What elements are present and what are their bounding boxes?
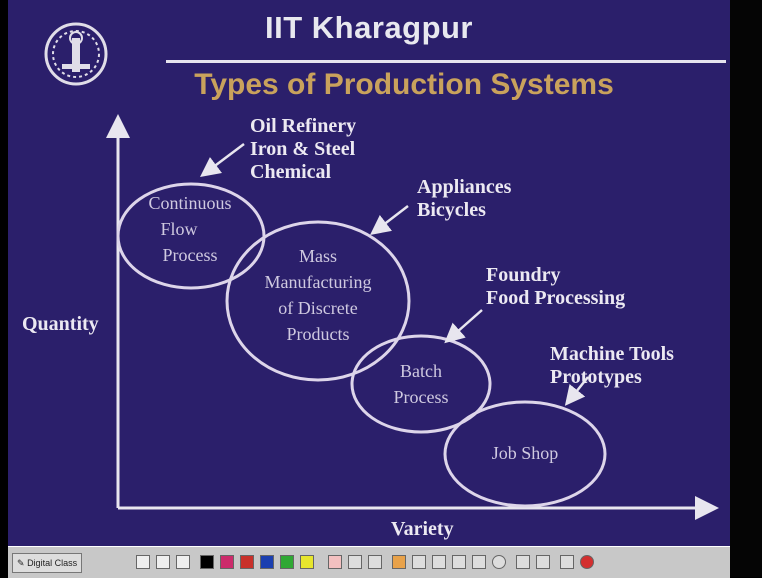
ellipse-icon[interactable] (492, 555, 506, 569)
pen-color-blue[interactable] (260, 555, 274, 569)
zoom-icon[interactable] (560, 555, 574, 569)
mass-manufacturing-label: Mass Manufacturing of Discrete Products (264, 246, 372, 344)
app-label: Digital Class (27, 558, 78, 568)
title-divider (166, 60, 726, 63)
mass-manufacturing-ellipse (225, 220, 411, 382)
examples-batch: Foundry Food Processing (486, 264, 626, 309)
arrow-to-mass (370, 205, 409, 236)
batch-process-label: Batch Process (393, 361, 449, 407)
dot-small-icon[interactable] (348, 555, 362, 569)
page-icon[interactable] (136, 555, 150, 569)
x-axis-label: Variety (391, 518, 454, 540)
y-axis-label: Quantity (22, 313, 99, 335)
arrow-to-batch (444, 309, 483, 344)
record-icon[interactable] (580, 555, 594, 569)
rectangle-icon[interactable] (472, 555, 486, 569)
job-shop-ellipse (443, 400, 607, 508)
pencil-icon[interactable] (412, 555, 426, 569)
examples-jobshop: Machine Tools Prototypes (550, 343, 674, 388)
undo-icon[interactable] (516, 555, 530, 569)
arrow-to-continuous (200, 143, 245, 177)
presentation-slide: IIT Kharagpur Types of Production System… (8, 0, 730, 546)
page-icon[interactable] (156, 555, 170, 569)
redo-icon[interactable] (536, 555, 550, 569)
slide-title: Types of Production Systems (194, 68, 614, 101)
pen-color-magenta[interactable] (220, 555, 234, 569)
institution-title: IIT Kharagpur (264, 10, 473, 45)
annotation-toolbar: ✎ Digital Class (8, 546, 730, 578)
job-shop-label: Job Shop (491, 443, 559, 463)
pen-icon[interactable] (392, 555, 406, 569)
batch-process-ellipse (350, 334, 492, 434)
line-icon[interactable] (452, 555, 466, 569)
eraser-icon[interactable] (328, 555, 342, 569)
app-icon: ✎ (17, 558, 25, 568)
highlighter-icon[interactable] (432, 555, 446, 569)
examples-mass: Appliances Bicycles (417, 176, 512, 221)
production-systems-diagram (106, 114, 719, 520)
page-icon[interactable] (176, 555, 190, 569)
app-button[interactable]: ✎ Digital Class (12, 553, 83, 573)
institute-logo (44, 22, 108, 86)
pen-color-black[interactable] (200, 555, 214, 569)
continuous-flow-label: Continuous Flow Process (148, 193, 232, 265)
dot-large-icon[interactable] (368, 555, 382, 569)
examples-continuous: Oil Refinery Iron & Steel Chemical (250, 115, 357, 183)
arrow-to-jobshop (564, 376, 589, 406)
pen-color-green[interactable] (280, 555, 294, 569)
pen-color-red[interactable] (240, 555, 254, 569)
window-frame-right (730, 0, 762, 577)
pen-color-yellow[interactable] (300, 555, 314, 569)
